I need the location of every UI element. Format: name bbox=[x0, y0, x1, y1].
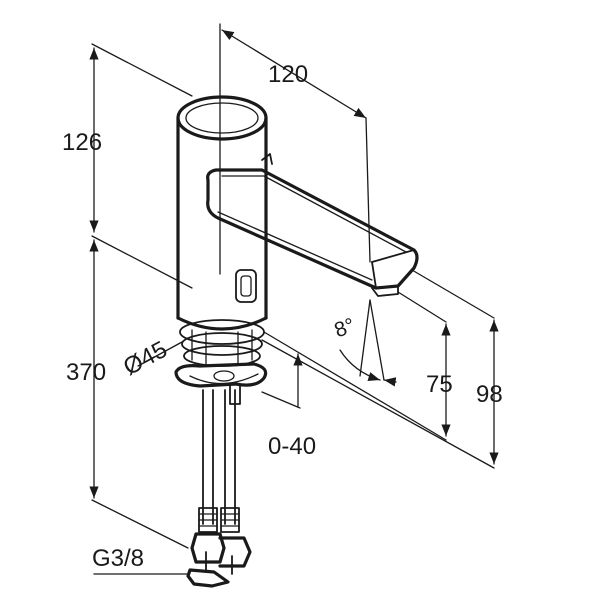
dim-spout-reach: 120 bbox=[221, 29, 371, 263]
dim-label-angle: 8° bbox=[331, 314, 358, 342]
mounting-base bbox=[174, 319, 268, 405]
dim-label-370: 370 bbox=[66, 359, 106, 386]
dim-label-120: 120 bbox=[268, 61, 308, 88]
faucet-spout bbox=[206, 168, 419, 297]
dim-diameter: Ø45 bbox=[119, 336, 183, 381]
dim-label-0-40: 0-40 bbox=[268, 433, 316, 460]
dim-spout-angle: 8° bbox=[331, 299, 397, 387]
dim-mounting-range: 0-40 bbox=[261, 353, 316, 460]
dim-total-height: 370 bbox=[66, 239, 189, 549]
faucet-body bbox=[176, 95, 273, 331]
dim-connection: G3/8 bbox=[92, 545, 189, 575]
dim-label-g38: G3/8 bbox=[92, 545, 144, 572]
dim-label-98: 98 bbox=[476, 381, 503, 408]
dim-label-126: 126 bbox=[62, 129, 102, 156]
supply-hoses bbox=[186, 389, 252, 588]
dim-label-diameter: Ø45 bbox=[119, 336, 172, 381]
dim-label-75: 75 bbox=[426, 371, 453, 398]
dim-outlet-height: 98 bbox=[261, 269, 503, 469]
dim-top-height: 126 bbox=[62, 43, 193, 289]
dim-spout-height: 75 bbox=[263, 291, 453, 441]
